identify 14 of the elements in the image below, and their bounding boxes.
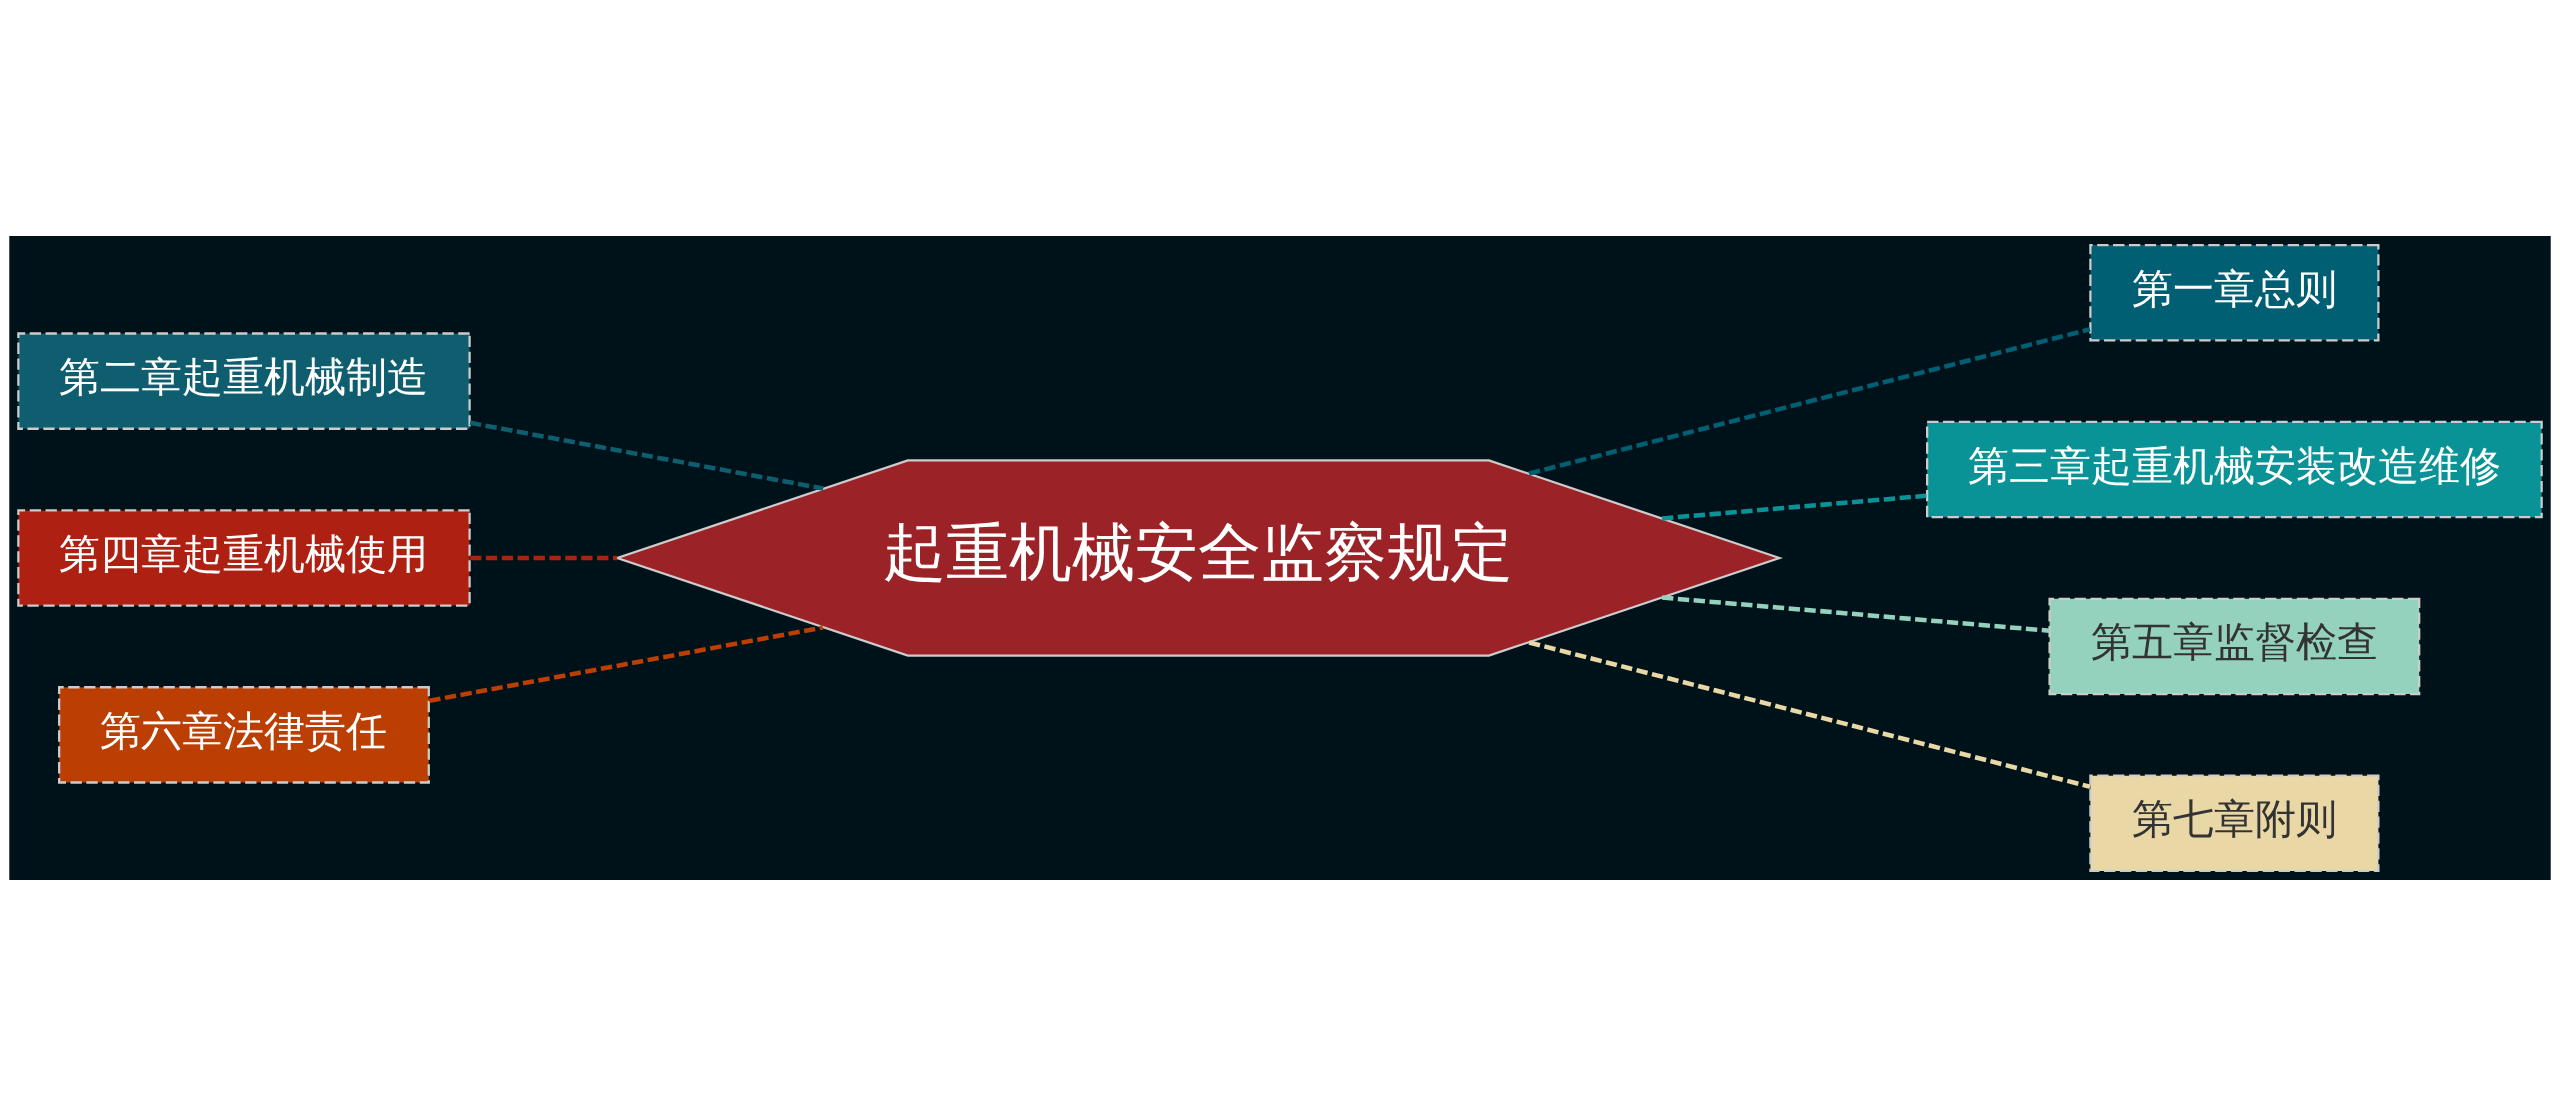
node-box: 第一章总则	[2089, 243, 2380, 341]
connector	[1661, 493, 1927, 521]
connector	[469, 420, 824, 491]
connector	[428, 624, 824, 703]
node-box: 第七章附则	[2089, 774, 2380, 872]
connector	[1528, 639, 2091, 789]
node-box: 第三章起重机械安装改造维修	[1926, 420, 2543, 518]
node-box: 第五章监督检查	[2048, 597, 2421, 695]
node-box: 第六章法律责任	[58, 685, 430, 784]
node-box: 第四章起重机械使用	[17, 508, 471, 607]
connector	[1661, 594, 2050, 633]
node-box: 第二章起重机械制造	[17, 331, 471, 430]
connector	[1528, 326, 2091, 476]
connector	[470, 555, 618, 560]
